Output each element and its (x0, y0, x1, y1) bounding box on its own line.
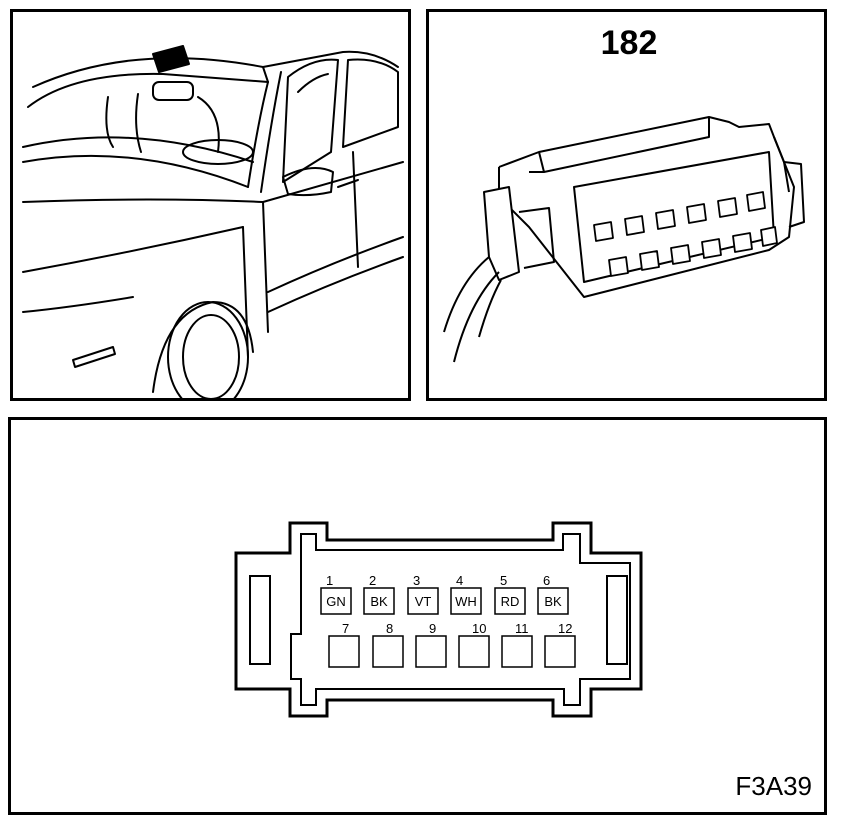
pin-wire-color: VT (415, 594, 432, 609)
pin-12: 12 (544, 621, 576, 668)
figure-code: F3A39 (735, 771, 812, 801)
pin-cavity (415, 635, 447, 668)
pin-number: 6 (543, 573, 550, 588)
pin-cavity (544, 635, 576, 668)
pin-8: 8 (372, 621, 404, 668)
pin-cavity (407, 587, 439, 615)
pin-cavity (458, 635, 490, 668)
pin-4: 4WH (450, 573, 482, 615)
pin-cavity (537, 587, 569, 615)
pin-number: 10 (472, 621, 486, 636)
pin-cavity (494, 587, 526, 615)
pin-number: 7 (342, 621, 349, 636)
car-location-panel (10, 9, 411, 401)
pin-9: 9 (415, 621, 447, 668)
pin-wire-color: RD (501, 594, 520, 609)
pin-number: 1 (326, 573, 333, 588)
pin-wire-color: BK (544, 594, 562, 609)
pin-number: 3 (413, 573, 420, 588)
pin-2: 2BK (363, 573, 395, 615)
location-marker (152, 45, 190, 73)
pin-cavity (320, 587, 352, 615)
pin-3: 3VT (407, 573, 439, 615)
pin-cavity (450, 587, 482, 615)
pin-7: 7 (328, 621, 360, 668)
pin-cavity (328, 635, 360, 668)
pin-number: 11 (515, 621, 529, 636)
right-latch (606, 575, 628, 665)
connector-number: 182 (600, 24, 658, 62)
pin-number: 5 (500, 573, 507, 588)
pin-wire-color: WH (455, 594, 477, 609)
pin-number: 8 (386, 621, 393, 636)
left-latch (249, 575, 271, 665)
pin-1: 1GN (320, 573, 352, 615)
car-illustration (22, 45, 404, 398)
pin-cavity (363, 587, 395, 615)
pin-11: 11 (501, 621, 533, 668)
pin-number: 12 (558, 621, 572, 636)
connector-3d-illustration (443, 116, 805, 363)
pin-wire-color: GN (326, 594, 346, 609)
pin-number: 9 (429, 621, 436, 636)
pin-number: 2 (369, 573, 376, 588)
pin-number: 4 (456, 573, 463, 588)
pin-6: 6BK (537, 573, 569, 615)
pin-10: 10 (458, 621, 490, 668)
pin-5: 5RD (494, 573, 526, 615)
connector-view-panel: 182 (426, 9, 827, 401)
connector-outline (234, 521, 643, 718)
pin-wire-color: BK (370, 594, 388, 609)
pin-cavity (501, 635, 533, 668)
pin-cavity (372, 635, 404, 668)
